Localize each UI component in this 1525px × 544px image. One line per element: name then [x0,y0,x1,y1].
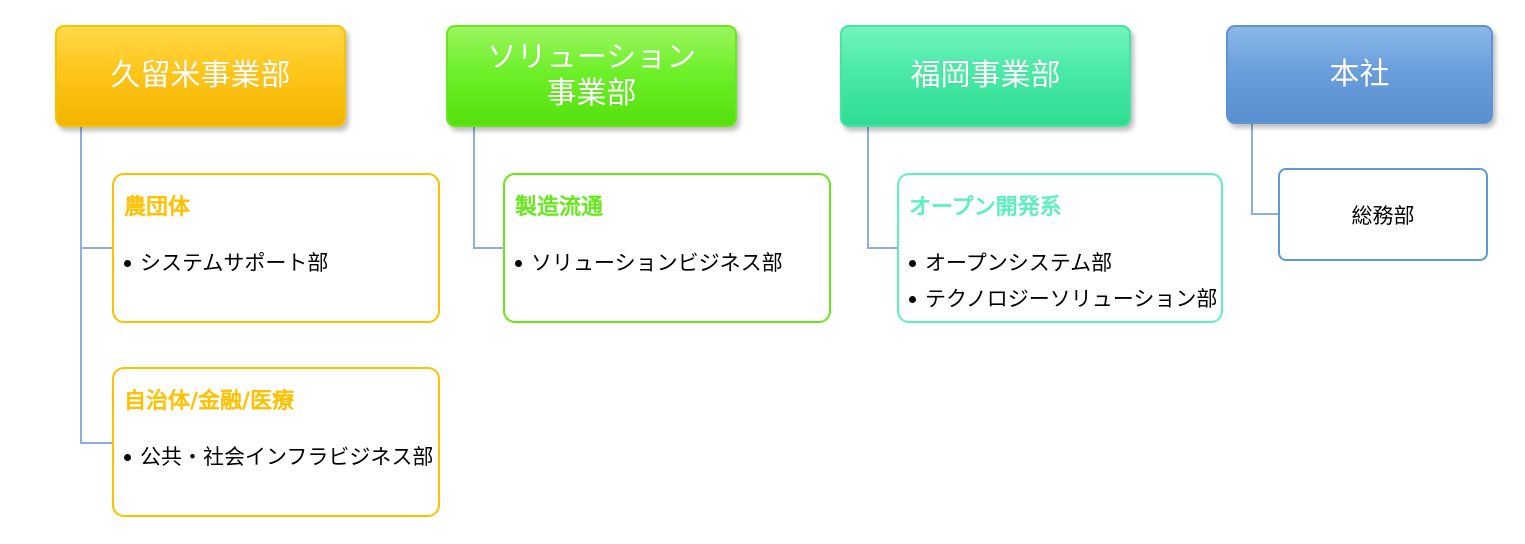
connector-kurume-branch-2 [80,442,113,444]
group-headquarters: 総務部 [1278,168,1488,261]
division-solution: ソリューション 事業部 [446,25,737,127]
bullet-icon [124,453,131,461]
list-item-label: オープンシステム部 [925,251,1113,275]
connector-hq-branch [1251,213,1279,215]
connector-fukuoka-vertical [867,127,869,249]
list-item: ソリューションビジネス部 [515,245,783,281]
connector-hq-vertical [1251,124,1253,215]
group-kurume-public: 自治体/金融/医療 公共・社会インフラビジネス部 [112,367,440,517]
division-headquarters-label: 本社 [1329,56,1390,92]
connector-solution-branch [473,247,504,249]
group-title: 製造流通 [515,195,604,220]
division-kurume: 久留米事業部 [55,25,346,127]
list-item-label: 公共・社会インフラビジネス部 [140,445,434,469]
list-item: システムサポート部 [124,245,328,281]
bullet-icon [124,259,131,267]
group-title: 自治体/金融/医療 [124,389,295,414]
group-solution-manufacturing: 製造流通 ソリューションビジネス部 [503,173,831,323]
group-title: オープン開発系 [909,195,1062,220]
connector-kurume-branch-1 [80,247,113,249]
group-headquarters-item: 総務部 [1351,203,1415,228]
list-item: 公共・社会インフラビジネス部 [124,439,433,475]
list-item: オープンシステム部 [909,245,1217,281]
bullet-icon [909,259,916,267]
group-kurume-agri: 農団体 システムサポート部 [112,173,440,323]
list-item-label: システムサポート部 [140,251,329,275]
division-headquarters: 本社 [1226,25,1493,124]
group-title: 農団体 [124,195,191,220]
bullet-icon [909,295,916,303]
division-solution-label: ソリューション 事業部 [486,40,697,111]
list-item: テクノロジーソリューション部 [909,281,1217,317]
division-kurume-label: 久留米事業部 [110,58,291,93]
division-fukuoka: 福岡事業部 [840,25,1131,127]
connector-fukuoka-branch [867,247,898,249]
connector-solution-vertical [473,127,475,249]
division-fukuoka-label: 福岡事業部 [910,58,1061,93]
list-item-label: ソリューションビジネス部 [531,251,783,275]
bullet-icon [515,259,522,267]
list-item-label: テクノロジーソリューション部 [925,287,1218,311]
group-fukuoka-open: オープン開発系 オープンシステム部 テクノロジーソリューション部 [897,173,1223,323]
connector-kurume-vertical [80,127,82,444]
